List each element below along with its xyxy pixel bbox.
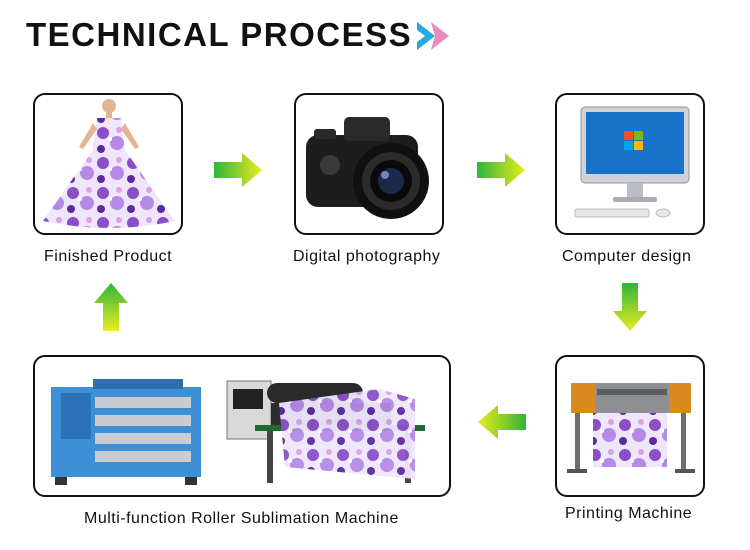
large-format-printer-image — [557, 357, 703, 495]
step-label: Multi-function Roller Sublimation Machin… — [84, 510, 399, 527]
step-roller-sublimation-machine — [33, 355, 451, 497]
dslr-camera-image — [296, 95, 442, 233]
double-chevron-right-icon — [413, 18, 457, 54]
floral-dress-image — [35, 95, 181, 233]
arrow-left-icon — [478, 405, 526, 439]
step-finished-product — [33, 93, 183, 235]
step-label: Computer design — [562, 248, 692, 265]
roller-sublimation-machines-image — [35, 357, 449, 495]
arrow-down-icon — [613, 283, 647, 331]
step-label: Digital photography — [293, 248, 441, 265]
step-label: Printing Machine — [565, 505, 693, 522]
arrow-right-icon — [477, 153, 525, 187]
step-printing-machine — [555, 355, 705, 497]
arrow-right-icon — [214, 153, 262, 187]
step-computer-design — [555, 93, 705, 235]
arrow-up-icon — [94, 283, 128, 331]
step-label: Finished Product — [44, 248, 173, 265]
step-digital-photography — [294, 93, 444, 235]
desktop-computer-image — [557, 95, 703, 233]
page-title: TECHNICAL PROCESS — [26, 16, 413, 53]
